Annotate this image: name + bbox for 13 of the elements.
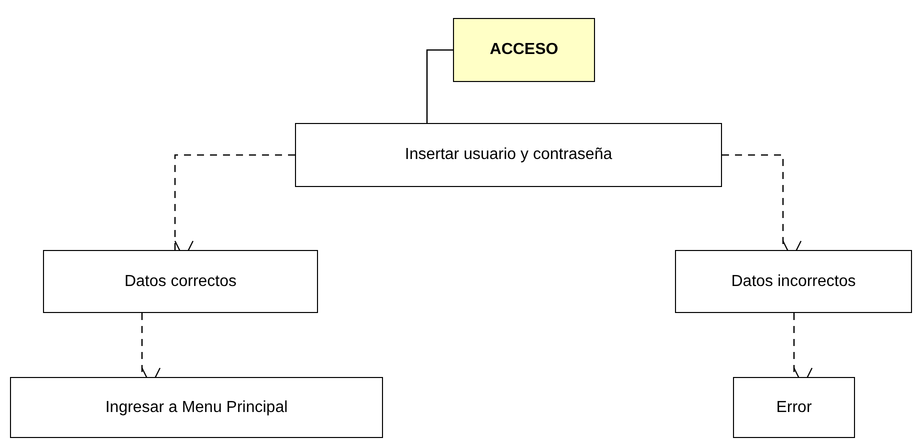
- process-box: [453, 18, 595, 82]
- process-box: [10, 377, 383, 438]
- box-label: Ingresar a Menu Principal: [105, 398, 288, 416]
- process-box: [295, 123, 722, 187]
- box-label: Datos incorrectos: [731, 272, 856, 290]
- box-label: Error: [776, 398, 812, 416]
- process-box: [675, 250, 912, 313]
- process-box: [43, 250, 318, 313]
- process-box: [733, 377, 855, 438]
- box-label: Datos correctos: [124, 272, 237, 290]
- connector-line: [426, 49, 453, 123]
- box-label: ACCESO: [490, 41, 558, 59]
- box-label: Insertar usuario y contraseña: [404, 146, 612, 164]
